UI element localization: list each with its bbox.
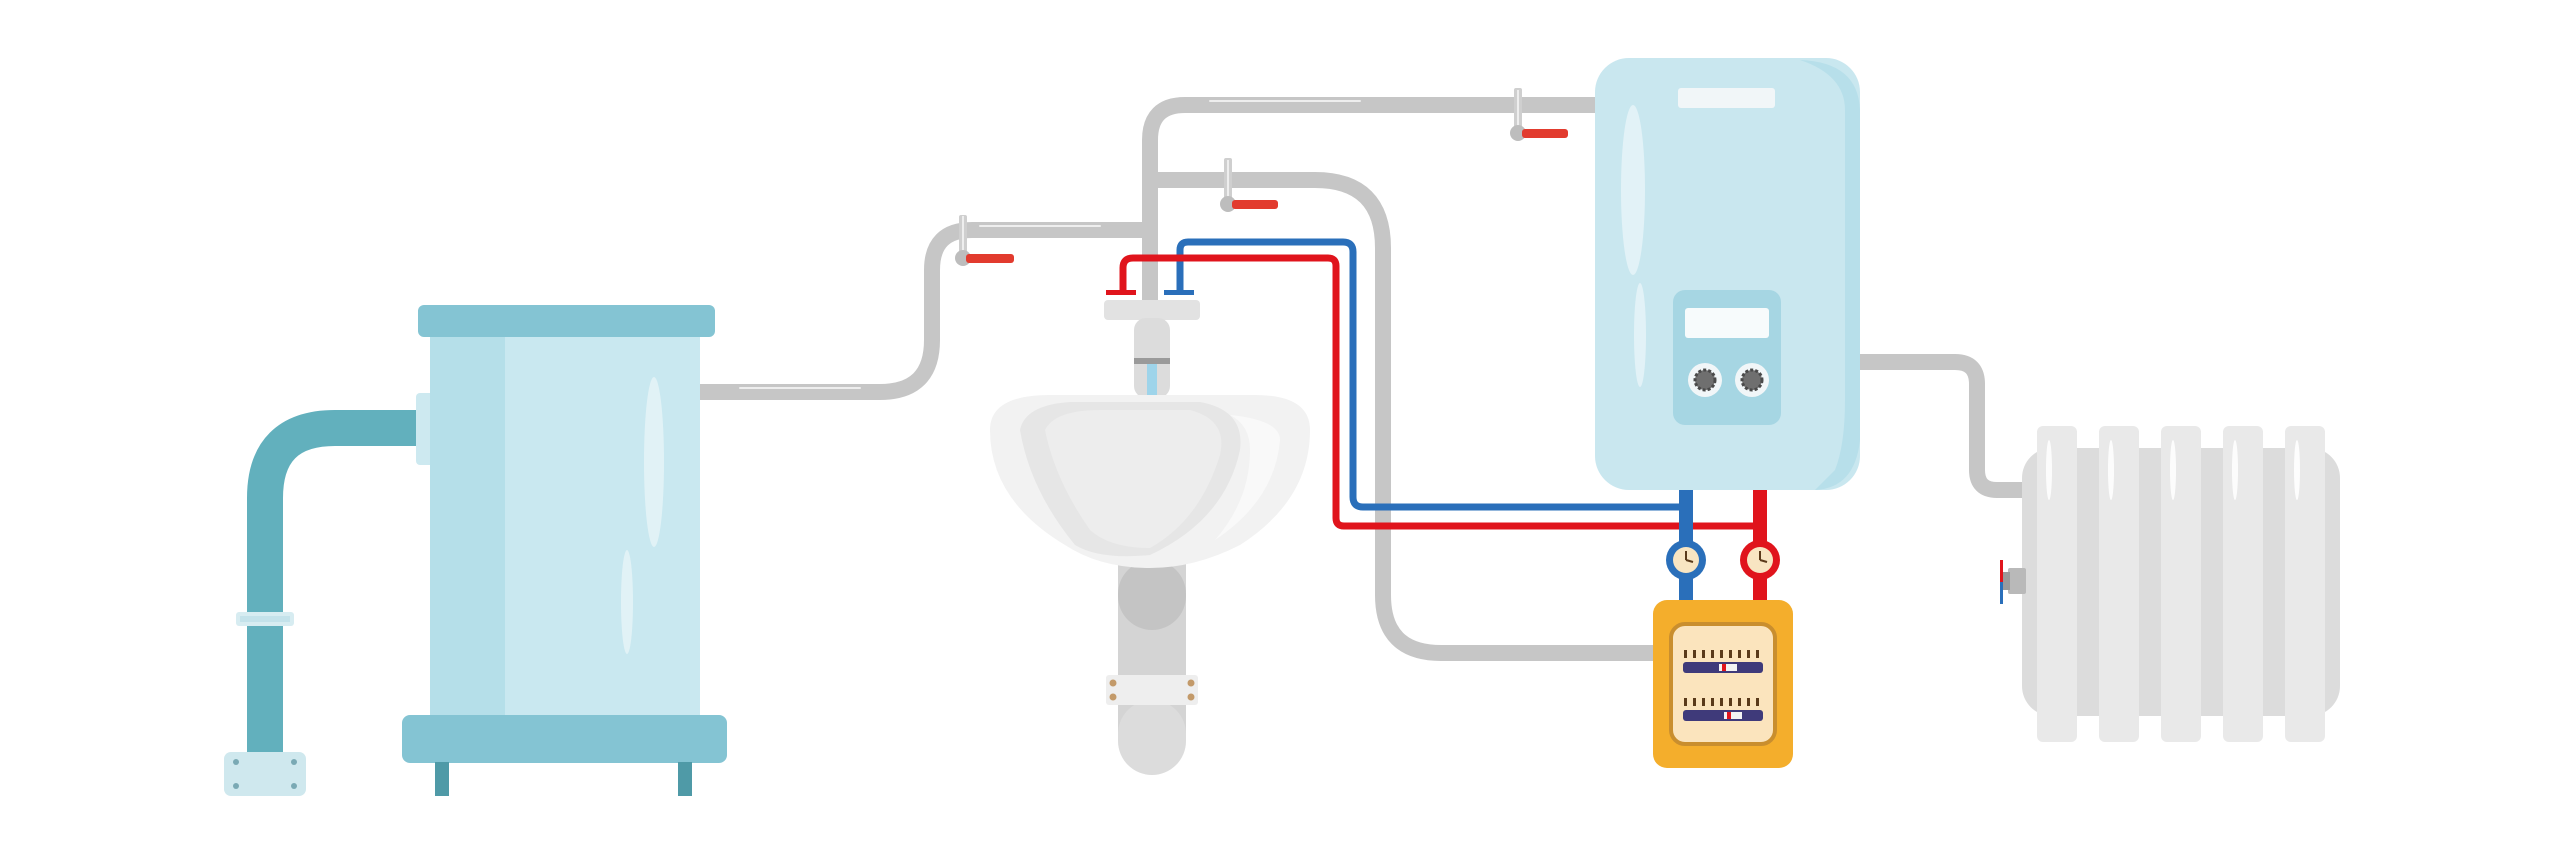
ball-valve-icon [1522,129,1568,138]
radiator-valve[interactable] [2000,560,2026,604]
tank-top-cap [418,305,715,337]
water-stream [1147,364,1157,404]
boiler-hot-outlet [1753,486,1767,554]
wall-boiler-icon [1595,58,1860,490]
drain-clamp [1106,675,1198,705]
faucet-base [1104,300,1200,320]
radiator [2000,426,2340,742]
inlet-pipe-icon [247,410,425,760]
boiler-cold-outlet [1679,486,1693,554]
inlet-floor-flange [224,752,306,796]
valve-2[interactable] [1220,158,1278,212]
valve-1[interactable] [955,215,1014,266]
gray-pipe-network [692,97,2038,661]
cold-pipe [1176,238,1690,553]
valve-3[interactable] [1510,88,1568,141]
meter-row-2 [1683,698,1763,721]
boiler-knob-left[interactable] [1688,363,1722,397]
water-meter-box [1653,600,1793,768]
hot-pipe [1119,254,1764,553]
hot-pressure-gauge [1740,540,1780,580]
water-tank [402,305,727,796]
meter-row-1 [1683,650,1763,673]
pipe-highlights [739,100,1361,389]
ball-valve-icon [966,254,1014,263]
pipe-tank-to-riser [692,222,1158,400]
boiler [1595,58,1860,490]
pipe-riser [1142,97,1608,308]
radiator-icon [2037,426,2325,742]
boiler-top-slot [1678,88,1775,108]
sink [990,290,1310,775]
cold-pressure-gauge [1666,540,1706,580]
pipe-boiler-to-radiator [1847,354,2038,498]
boiler-knob-right[interactable] [1735,363,1769,397]
supply-pipe [224,393,434,796]
boiler-display [1685,308,1769,338]
tank-base [402,715,727,763]
ball-valve-icon [1232,200,1278,209]
pipe-second-branch [1142,172,1668,661]
